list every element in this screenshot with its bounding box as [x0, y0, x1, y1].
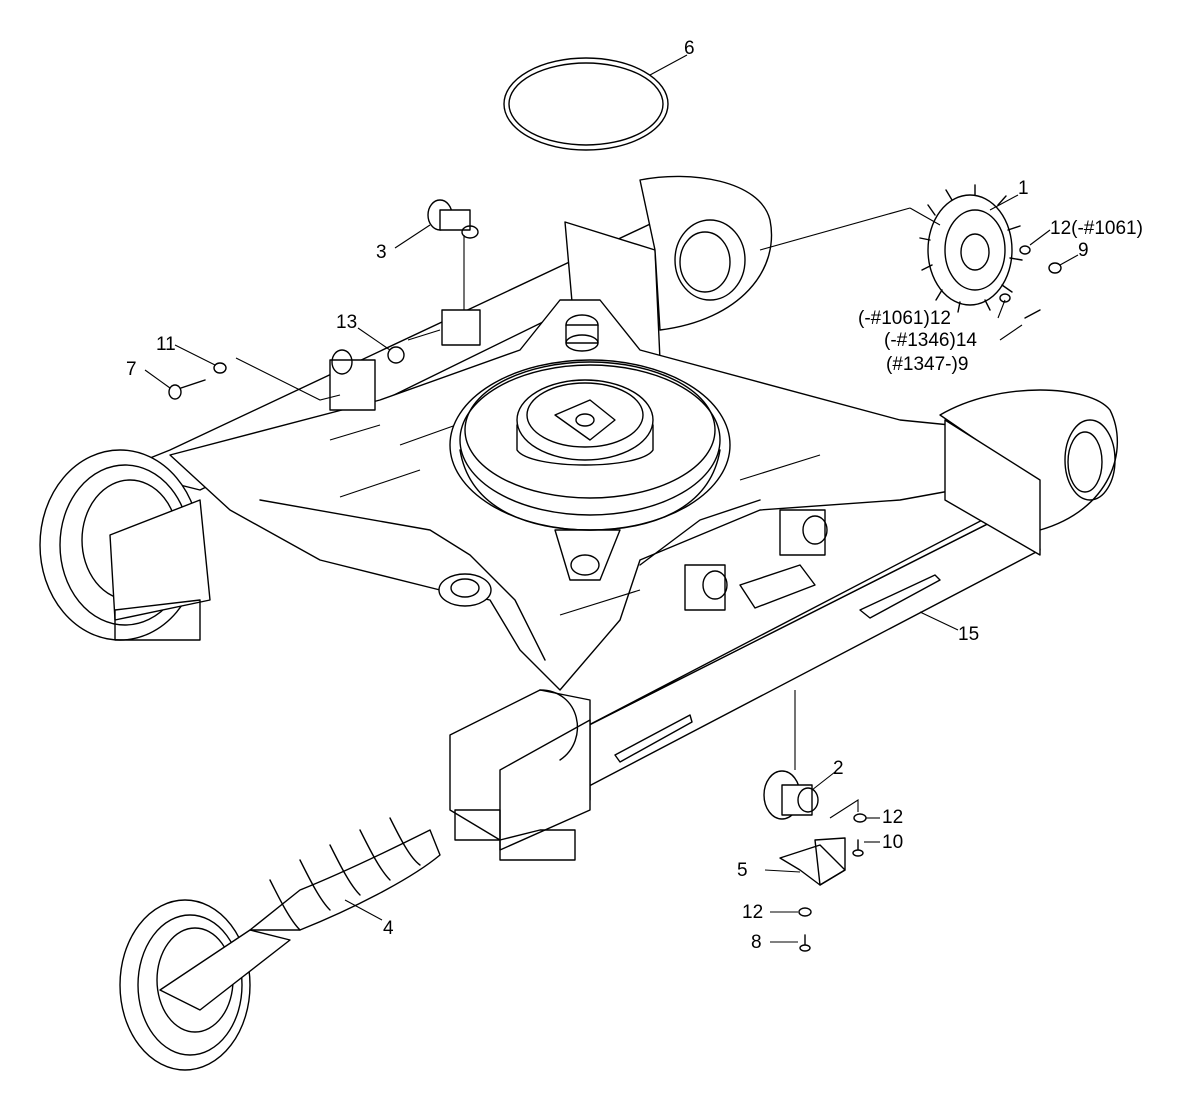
sprocket [919, 184, 1023, 313]
label-6: 6 [684, 38, 695, 59]
hardware [168, 245, 1062, 952]
label-12-c: 12 [882, 807, 903, 828]
label-9-b: (#1347-)9 [886, 354, 968, 375]
o-ring [503, 57, 669, 151]
roller-brackets [329, 349, 828, 611]
label-10: 10 [882, 832, 903, 853]
leader-lines [144, 54, 1079, 943]
label-5: 5 [737, 860, 748, 881]
callout-labels: 6 1 12(-#1061) 9 (-#1061)12 (-#1346)14 (… [126, 38, 1143, 953]
label-9-a: 9 [1078, 240, 1089, 261]
label-12-a: 12(-#1061) [1050, 218, 1143, 239]
label-15: 15 [958, 624, 979, 645]
label-11: 11 [156, 334, 176, 355]
swing-bearing [449, 359, 731, 531]
recoil-spring-assembly [119, 817, 441, 1071]
label-3: 3 [376, 242, 387, 263]
label-4: 4 [383, 918, 394, 939]
track-frame-lower-right [499, 389, 1118, 831]
label-8: 8 [751, 932, 762, 953]
label-13: 13 [336, 312, 357, 333]
rear-idler-wheel [39, 449, 211, 641]
upper-roller [427, 199, 481, 346]
label-2: 2 [833, 758, 844, 779]
label-14: (-#1346)14 [884, 330, 977, 351]
label-7: 7 [126, 359, 137, 380]
label-12-b: (-#1061)12 [858, 308, 951, 329]
label-12-d: 12 [742, 902, 763, 923]
label-1: 1 [1018, 178, 1029, 199]
front-idler-frame [449, 689, 591, 861]
